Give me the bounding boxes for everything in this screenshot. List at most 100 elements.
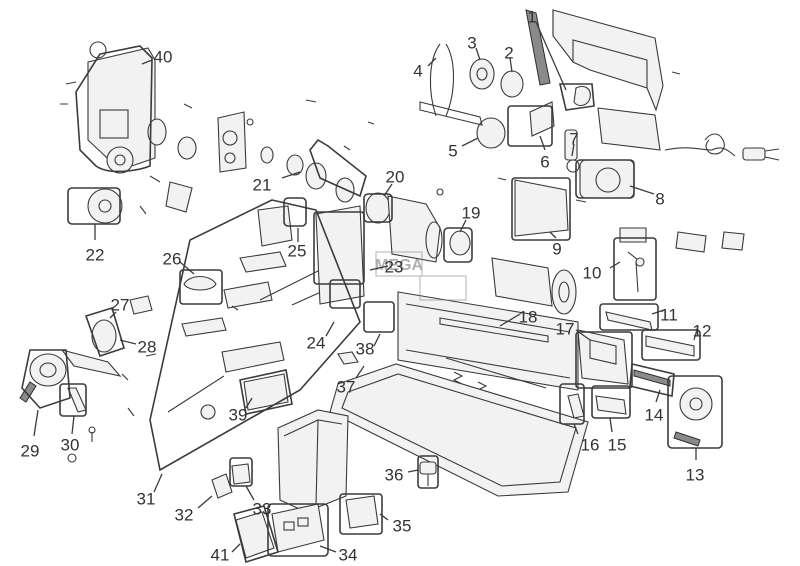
group-outline-14 bbox=[629, 363, 675, 397]
part-callout-35: 35 bbox=[393, 516, 412, 535]
part-callout-8: 8 bbox=[655, 189, 664, 208]
leader-line-41 bbox=[231, 543, 241, 553]
part-callout-14: 14 bbox=[645, 405, 664, 424]
part-callout-38: 38 bbox=[356, 339, 375, 358]
watermark-logo: MEGA bbox=[375, 251, 467, 301]
leader-line-24 bbox=[325, 321, 335, 337]
part-callout-23: 23 bbox=[385, 257, 404, 276]
leader-line-32 bbox=[197, 495, 213, 509]
group-outline-16 bbox=[559, 383, 585, 425]
part-callout-16: 16 bbox=[581, 435, 600, 454]
part-callout-18: 18 bbox=[519, 307, 538, 326]
group-outline-22 bbox=[67, 187, 121, 225]
part-callout-33: 33 bbox=[253, 499, 272, 518]
part-callout-6: 6 bbox=[540, 152, 549, 171]
part-callout-12: 12 bbox=[693, 321, 712, 340]
group-outline-40 bbox=[75, 45, 153, 173]
leader-line-6 bbox=[539, 135, 546, 151]
leader-line-39 bbox=[245, 397, 253, 409]
group-outline-36 bbox=[417, 455, 439, 489]
group-outline-15 bbox=[591, 385, 631, 419]
leader-line-30 bbox=[71, 415, 75, 435]
group-outline-28 bbox=[84, 306, 125, 358]
group-outlines bbox=[21, 45, 723, 564]
group-outline-35 bbox=[339, 493, 383, 535]
leader-line-27 bbox=[109, 311, 117, 319]
part-callout-36: 36 bbox=[385, 465, 404, 484]
part-callout-21: 21 bbox=[253, 175, 272, 194]
group-outline-11 bbox=[599, 303, 659, 331]
part-callout-19: 19 bbox=[462, 203, 481, 222]
part-callout-28: 28 bbox=[138, 337, 157, 356]
callout-layer: 1234567891011121314151617181920212223242… bbox=[21, 7, 712, 564]
part-callout-41: 41 bbox=[211, 545, 230, 564]
part-callout-11: 11 bbox=[660, 305, 678, 324]
part-callout-4: 4 bbox=[413, 61, 422, 80]
leader-line-35 bbox=[379, 513, 389, 521]
part-callout-32: 32 bbox=[175, 505, 194, 524]
leader-line-34 bbox=[319, 545, 337, 553]
leader-line-10 bbox=[609, 261, 621, 269]
part-callout-20: 20 bbox=[386, 167, 405, 186]
part-callout-10: 10 bbox=[583, 263, 602, 282]
part-callout-9: 9 bbox=[552, 239, 561, 258]
group-outline-17 bbox=[575, 331, 633, 389]
leader-line-33 bbox=[245, 485, 255, 501]
leader-line-3 bbox=[475, 47, 481, 61]
part-callout-34: 34 bbox=[339, 545, 358, 564]
part-callout-7: 7 bbox=[569, 129, 578, 148]
part-callout-24: 24 bbox=[307, 333, 326, 352]
part-callout-15: 15 bbox=[608, 435, 627, 454]
leader-line-36 bbox=[407, 469, 419, 473]
group-outline-9 bbox=[511, 177, 571, 241]
leader-line-1 bbox=[535, 21, 567, 91]
leader-line-26 bbox=[179, 261, 195, 275]
leader-line-11 bbox=[651, 309, 665, 315]
leader-line-9 bbox=[549, 231, 557, 239]
group-outline-19 bbox=[443, 227, 473, 263]
group-outline-6 bbox=[507, 105, 553, 147]
part-callout-1: 1 bbox=[527, 7, 536, 26]
leader-line-20 bbox=[383, 183, 393, 197]
part-callout-17: 17 bbox=[556, 319, 575, 338]
leader-line-38 bbox=[373, 333, 381, 347]
group-outline-34 bbox=[267, 503, 329, 557]
part-callout-13: 13 bbox=[686, 465, 705, 484]
leader-line-28 bbox=[119, 339, 137, 345]
group-outline-29 bbox=[21, 349, 71, 409]
part-callout-40: 40 bbox=[154, 47, 173, 66]
group-outline-12 bbox=[641, 329, 701, 361]
part-callout-26: 26 bbox=[163, 249, 182, 268]
leader-line-4 bbox=[427, 57, 437, 67]
part-callout-3: 3 bbox=[467, 33, 476, 52]
leader-line-15 bbox=[609, 417, 613, 433]
leader-line-8 bbox=[629, 185, 655, 195]
leader-line-31 bbox=[153, 473, 163, 493]
watermark-text: MEGA bbox=[375, 257, 423, 274]
leader-line-29 bbox=[33, 409, 39, 437]
leader-line-23 bbox=[369, 265, 389, 271]
part-drawings bbox=[19, 9, 780, 559]
part-callout-31: 31 bbox=[137, 489, 156, 508]
part-callout-22: 22 bbox=[86, 245, 105, 264]
leader-line-5 bbox=[461, 137, 479, 147]
leader-line-18 bbox=[499, 313, 521, 327]
leader-line-14 bbox=[655, 389, 661, 403]
leader-line-2 bbox=[509, 57, 513, 73]
group-outline-39 bbox=[239, 369, 293, 415]
leader-line-16 bbox=[573, 423, 579, 435]
leader-line-19 bbox=[459, 219, 467, 233]
group-outline-8 bbox=[575, 159, 635, 199]
group-outline-21 bbox=[309, 138, 367, 198]
group-outline-30 bbox=[59, 383, 87, 417]
group-outline-13 bbox=[667, 375, 723, 449]
part-callout-29: 29 bbox=[21, 441, 40, 460]
group-outline-33 bbox=[229, 457, 253, 487]
leader-line-21 bbox=[281, 171, 301, 179]
leader-line-7 bbox=[571, 143, 575, 157]
part-callout-27: 27 bbox=[111, 295, 130, 314]
group-outline-20 bbox=[363, 193, 393, 223]
group-outline-31 bbox=[149, 199, 361, 472]
